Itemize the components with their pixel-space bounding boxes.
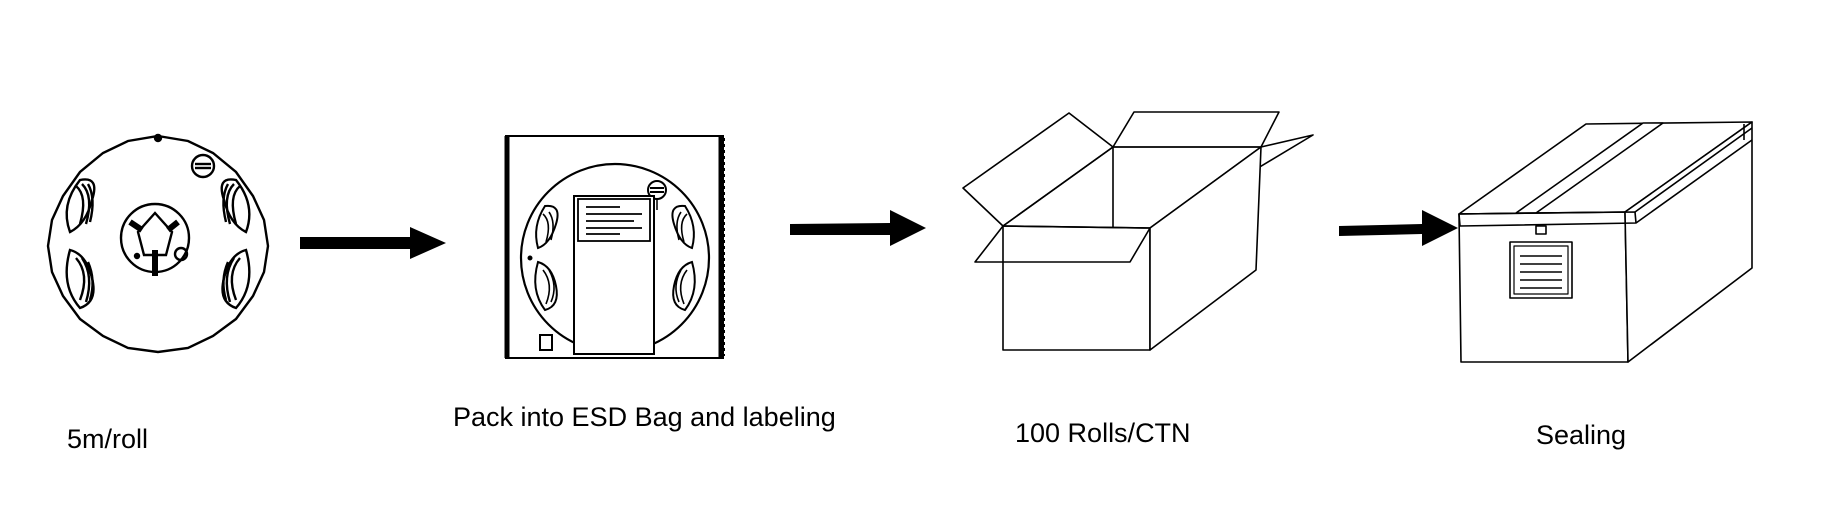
step-label-esd-bag: Pack into ESD Bag and labeling <box>453 402 836 432</box>
esd-bag-icon <box>504 135 725 359</box>
step-label-roll: 5m/roll <box>67 424 149 454</box>
arrow-right-icon <box>300 227 446 259</box>
led-strip-reel-icon <box>46 133 270 354</box>
step-label-sealing: Sealing <box>1536 420 1627 450</box>
arrow-right-icon <box>1339 210 1458 246</box>
step-label-carton: 100 Rolls/CTN <box>1015 418 1191 448</box>
open-carton-icon <box>962 111 1314 351</box>
sealed-carton-icon <box>1458 121 1753 363</box>
arrow-right-icon <box>790 210 926 246</box>
